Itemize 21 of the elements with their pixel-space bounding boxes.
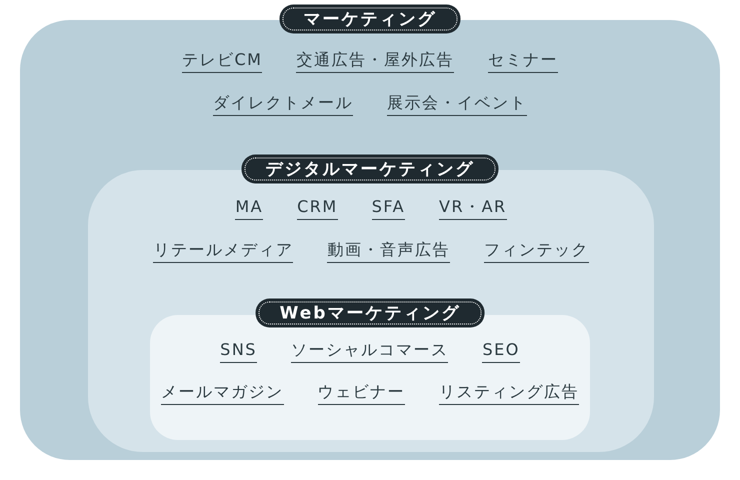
heading-badge: Webマーケティング xyxy=(256,298,484,328)
item-label: 動画・音声広告 xyxy=(327,240,450,263)
item-label: 交通広告・屋外広告 xyxy=(296,50,454,73)
item-label: リテールメディア xyxy=(153,240,294,263)
item-label: VR・AR xyxy=(439,197,507,220)
item-label: ウェビナー xyxy=(318,382,405,405)
item-label: 展示会・イベント xyxy=(387,93,527,116)
heading-badge: デジタルマーケティング xyxy=(242,154,498,184)
item-label: メールマガジン xyxy=(161,382,284,405)
item-label: MA xyxy=(235,197,264,220)
heading-badge: マーケティング xyxy=(280,4,460,34)
item-label: SFA xyxy=(372,197,406,220)
item-label: SEO xyxy=(482,340,520,363)
item-label: ソーシャルコマース xyxy=(290,340,448,363)
item-label: ダイレクトメール xyxy=(213,93,353,116)
item-label: フィンテック xyxy=(484,240,589,263)
item-label: セミナー xyxy=(488,50,558,73)
item-label: SNS xyxy=(220,340,257,363)
item-label: テレビCM xyxy=(182,50,262,73)
item-label: CRM xyxy=(297,197,338,220)
item-label: リスティング広告 xyxy=(439,382,579,405)
